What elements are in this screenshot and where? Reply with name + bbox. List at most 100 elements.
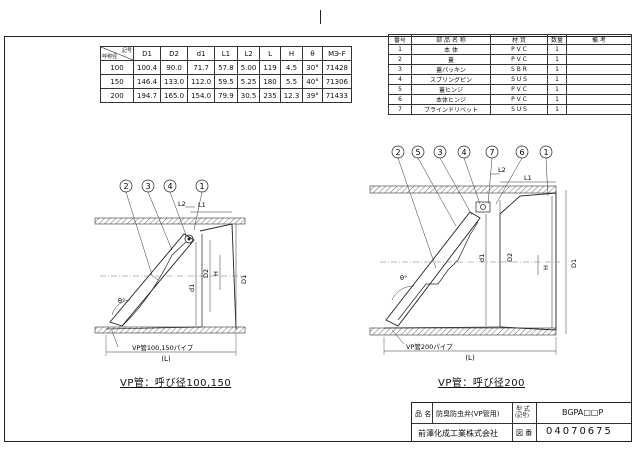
right-hinge-icon <box>475 201 491 213</box>
leader-line <box>545 157 549 197</box>
tb-drawing-no: 04070675 <box>546 426 613 437</box>
left-hinge-pin-icon <box>187 237 191 241</box>
left-caption: VP管：呼び径100,150 <box>120 378 232 389</box>
leader-line <box>439 157 473 216</box>
callout-number: 1 <box>199 182 204 191</box>
cell: 154.0 <box>187 88 216 103</box>
tb-model-label2: (記号) <box>515 413 529 419</box>
dim-label: θ° <box>400 274 407 282</box>
dim-label: d1 <box>188 284 196 292</box>
header-corner-bottom: 呼称径 <box>102 54 118 60</box>
leader-line <box>417 157 457 227</box>
right-flap <box>385 211 481 327</box>
callout-number: 2 <box>395 148 400 157</box>
right-body-flare <box>499 192 557 331</box>
callout-number: 7 <box>489 148 494 157</box>
left-flap <box>109 233 195 327</box>
drawing-frame <box>4 36 632 442</box>
dim-label: L1 <box>524 174 532 182</box>
left-valve-drawing: 2 3 4 1 L2 L1 d1 D2 H D1 θ° (L) VP管100,1… <box>94 179 248 363</box>
tb-name-label: 品 名 <box>415 410 432 418</box>
tb-divider <box>512 403 513 441</box>
parts-table-header: 番号 部 品 名 称 材 質 数量 備 考 <box>388 34 632 45</box>
left-pipe-bottom-wall <box>94 326 246 334</box>
leader-line <box>391 329 405 345</box>
callout-circle-icon <box>141 179 155 193</box>
callout-number: 1 <box>543 148 548 157</box>
dimension-table: 記号 呼称径 D1 D2 d1 L1 L2 L H θ MЭ-F 100 100… <box>100 46 353 103</box>
callout-circle-icon <box>515 145 529 159</box>
callout-circle-icon <box>411 145 425 159</box>
tb-name-value: 防臭防虫弁(VP管用) <box>436 410 500 418</box>
leader-line <box>397 157 437 269</box>
dim-label: L1 <box>198 201 206 209</box>
dim-label: D1 <box>570 259 578 268</box>
callout-number: 3 <box>437 148 442 157</box>
leader-line <box>463 157 481 205</box>
callout-circle-icon <box>163 179 177 193</box>
cell: 194.7 <box>132 88 162 103</box>
right-hinge-pin-icon <box>480 204 486 210</box>
callout-circle-icon <box>539 145 553 159</box>
header-corner: 記号 呼称径 <box>100 46 134 61</box>
dim-label: L2 <box>178 200 186 208</box>
callout-number: 3 <box>145 182 150 191</box>
leader-line <box>495 157 523 205</box>
right-valve-drawing: 2 5 3 4 7 6 1 L2 L1 d1 D2 H D1 θ° (L) VP… <box>369 145 578 362</box>
center-mark <box>320 10 321 24</box>
right-pipe-top-wall <box>369 185 557 194</box>
dim-label: D2 <box>202 269 210 278</box>
table-row: 150 146.4 133.0 112.0 59.5 5.25 180 5.5 … <box>100 74 353 89</box>
table-row: 200 194.7 165.0 154.0 79.9 30.5 235 12.3… <box>100 88 353 103</box>
callout-circle-icon <box>433 145 447 159</box>
pipe-label: VP管200パイプ <box>406 342 453 351</box>
right-angle-arc <box>391 285 415 301</box>
cell: 71.7 <box>187 60 216 75</box>
dim-label: D2 <box>506 253 514 262</box>
left-pipe-top-wall <box>94 217 246 225</box>
pipe-label: VP管100,150パイプ <box>132 343 194 352</box>
dim-label: L2 <box>498 166 506 174</box>
dim-label: d1 <box>478 254 486 262</box>
callout-number: 4 <box>461 148 466 157</box>
left-angle-arc <box>111 299 131 316</box>
dim-label: D1 <box>240 275 248 284</box>
diagonal-line-icon <box>101 47 133 60</box>
tb-model-value: BGPA□□P <box>562 408 604 417</box>
leader-line <box>487 157 493 205</box>
dim-label: (L) <box>465 354 475 362</box>
title-block: 品 名 防臭防虫弁(VP管用) 型 式 (記号) BGPA□□P 前澤化成工業株… <box>411 402 632 442</box>
leader-line <box>125 191 153 276</box>
row-size: 200 <box>100 88 134 103</box>
left-flap-curve <box>121 241 187 327</box>
left-body-flare <box>199 223 237 330</box>
callout-circle-icon <box>119 179 133 193</box>
cell: 40° <box>302 74 323 89</box>
tb-model-label: 型 式 <box>516 406 530 413</box>
dim-label: (L) <box>161 355 171 363</box>
cell: 39° <box>302 88 323 103</box>
right-flap-profile <box>397 221 479 321</box>
leader-line <box>169 191 187 236</box>
callout-number: 5 <box>415 148 420 157</box>
right-pipe-bottom-wall <box>369 327 557 336</box>
callout-circle-icon <box>391 145 405 159</box>
dim-label: θ° <box>118 297 125 305</box>
tb-drawing-no-label: 図 番 <box>516 429 533 437</box>
tb-divider <box>536 403 537 441</box>
part-note <box>566 104 632 115</box>
cell: 165.0 <box>160 88 189 103</box>
right-seat-line <box>383 326 501 329</box>
leader-line <box>111 330 119 348</box>
callout-circle-icon <box>457 145 471 159</box>
cell: 71433 <box>321 88 353 103</box>
leader-line <box>193 191 203 231</box>
callout-circle-icon <box>485 145 499 159</box>
callout-number: 2 <box>123 182 128 191</box>
callout-number: 6 <box>519 148 524 157</box>
tb-divider <box>432 403 433 423</box>
